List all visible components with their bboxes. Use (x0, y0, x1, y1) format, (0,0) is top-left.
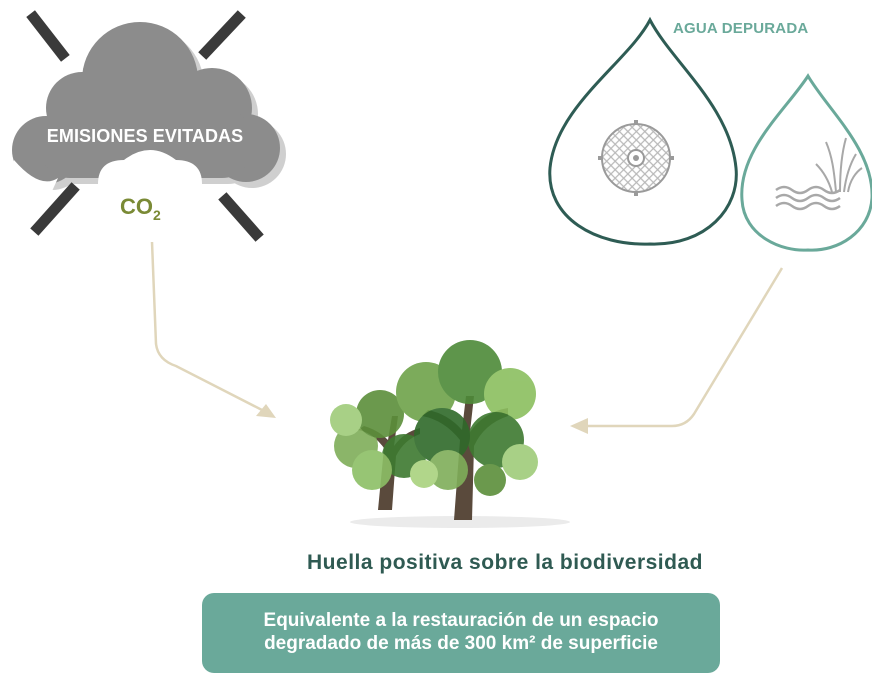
cross-icon (26, 10, 264, 242)
equivalence-text: Equivalente a la restauración de un espa… (202, 609, 720, 655)
co2-text: CO (120, 194, 153, 219)
manhole-cover-icon (598, 120, 674, 196)
grass-icon (815, 137, 863, 193)
cloud-icon (12, 22, 286, 200)
water-waves-icon (775, 185, 841, 211)
equivalence-line-1: Equivalente a la restauración de un espa… (263, 610, 659, 631)
arrow-icon (150, 241, 276, 418)
arrow-icon (570, 267, 784, 434)
treated-water-label: AGUA DEPURADA (673, 20, 809, 37)
equivalence-line-2: degradado de más de 300 km² de superfici… (264, 633, 658, 654)
emissions-avoided-label: EMISIONES EVITADAS (46, 126, 244, 146)
equivalence-box: Equivalente a la restauración de un espa… (202, 593, 720, 673)
impact-title: Huella positiva sobre la biodiversidad (307, 551, 703, 574)
tree-icon (330, 340, 570, 528)
co2-subscript: 2 (153, 207, 161, 223)
co2-label: CO2 (120, 194, 161, 223)
